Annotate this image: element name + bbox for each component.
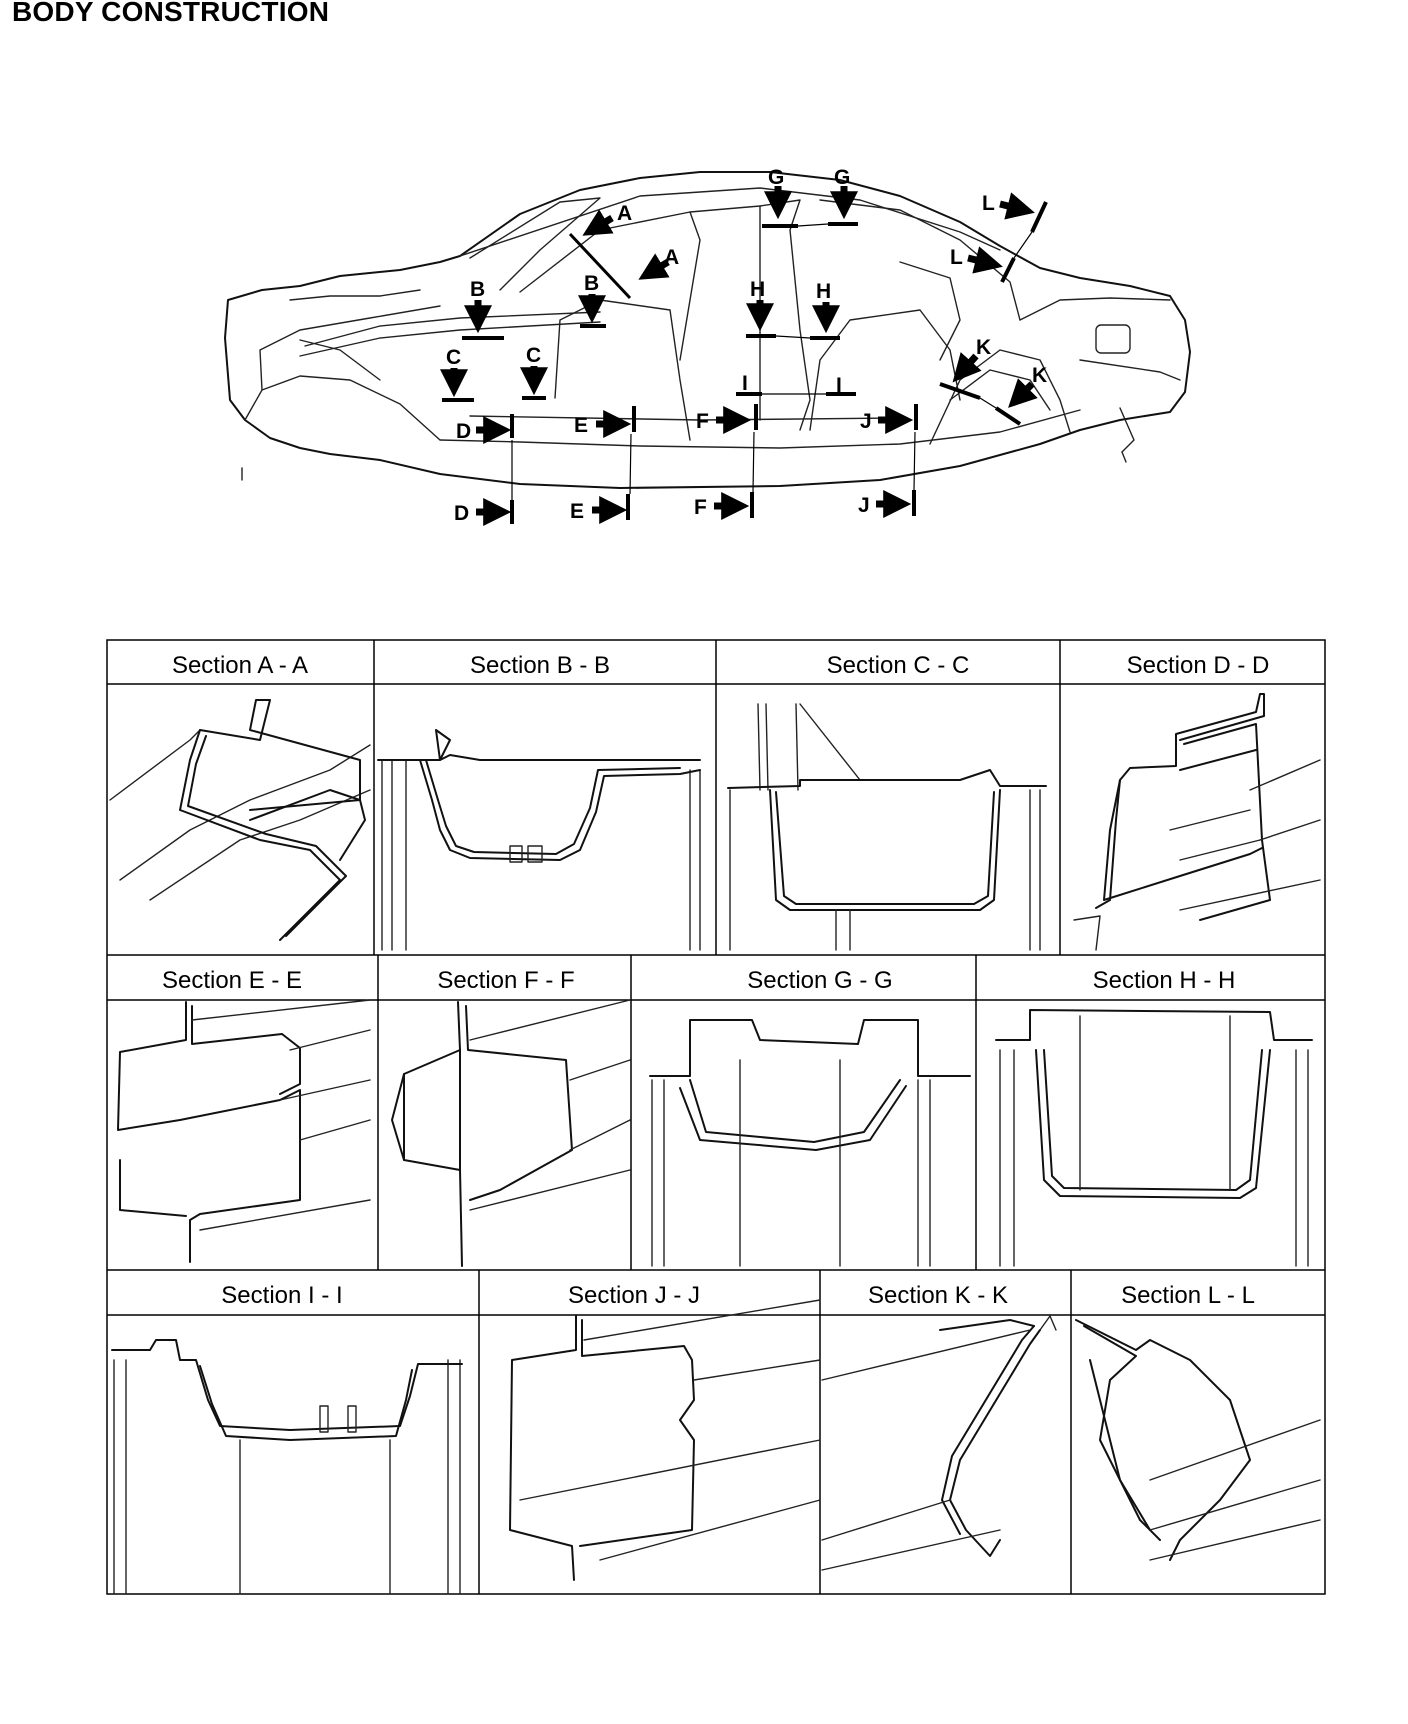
page-title: BODY CONSTRUCTION xyxy=(12,0,330,27)
section-caption-i: Section I - I xyxy=(221,1282,342,1309)
section-caption-e: Section E - E xyxy=(162,967,302,994)
section-caption-f: Section F - F xyxy=(437,967,574,994)
marker-label-c: C xyxy=(526,344,541,367)
marker-label-j: J xyxy=(860,410,872,433)
marker-label-i: I xyxy=(836,374,842,397)
section-caption-g: Section G - G xyxy=(747,967,892,994)
marker-label-j: J xyxy=(858,494,870,517)
marker-label-a: A xyxy=(617,202,632,225)
grid-lines xyxy=(106,639,1326,1595)
marker-label-i: I xyxy=(742,372,748,395)
marker-label-g: G xyxy=(768,166,784,189)
marker-label-d: D xyxy=(454,502,469,525)
section-h-drawing xyxy=(995,1009,1313,1267)
section-markers xyxy=(440,186,1048,526)
section-d-drawing xyxy=(1073,693,1321,951)
section-caption-b: Section B - B xyxy=(470,652,610,679)
marker-label-e: E xyxy=(574,414,588,437)
section-marker-labels: A A B B C C D D E E F F G G H H I I J J … xyxy=(446,166,1047,525)
section-c-drawing xyxy=(727,703,1047,951)
marker-label-f: F xyxy=(696,410,709,433)
marker-label-k: K xyxy=(976,336,991,359)
car-body-outline xyxy=(224,171,1191,489)
section-captions: Section A - A Section B - B Section C - … xyxy=(162,652,1269,1309)
section-caption-d: Section D - D xyxy=(1127,652,1270,679)
marker-label-l: L xyxy=(950,246,963,269)
section-b-drawing xyxy=(377,729,701,951)
marker-label-h: H xyxy=(750,278,765,301)
section-j-drawing xyxy=(509,1299,821,1581)
section-a-drawing xyxy=(109,699,371,941)
marker-label-f: F xyxy=(694,496,707,519)
marker-label-b: B xyxy=(470,278,485,301)
section-i-drawing xyxy=(111,1339,463,1595)
section-k-drawing xyxy=(821,1315,1057,1571)
marker-label-a: A xyxy=(664,246,679,269)
section-caption-h: Section H - H xyxy=(1093,967,1236,994)
section-g-drawing xyxy=(649,1019,971,1267)
section-caption-j: Section J - J xyxy=(568,1282,700,1309)
marker-label-k: K xyxy=(1032,364,1047,387)
section-f-drawing xyxy=(391,999,631,1267)
section-caption-l: Section L - L xyxy=(1121,1282,1255,1309)
marker-label-e: E xyxy=(570,500,584,523)
section-caption-a: Section A - A xyxy=(172,652,308,679)
section-l-drawing xyxy=(1075,1319,1321,1561)
body-overview-diagram: A A B B C C D D E E F F G G H H I I J J … xyxy=(224,166,1191,526)
marker-label-g: G xyxy=(834,166,850,189)
marker-label-b: B xyxy=(584,272,599,295)
marker-label-h: H xyxy=(816,280,831,303)
section-e-drawing xyxy=(117,999,371,1263)
marker-label-c: C xyxy=(446,346,461,369)
section-caption-k: Section K - K xyxy=(868,1282,1008,1309)
marker-label-d: D xyxy=(456,420,471,443)
marker-label-l: L xyxy=(982,192,995,215)
section-caption-c: Section C - C xyxy=(827,652,970,679)
